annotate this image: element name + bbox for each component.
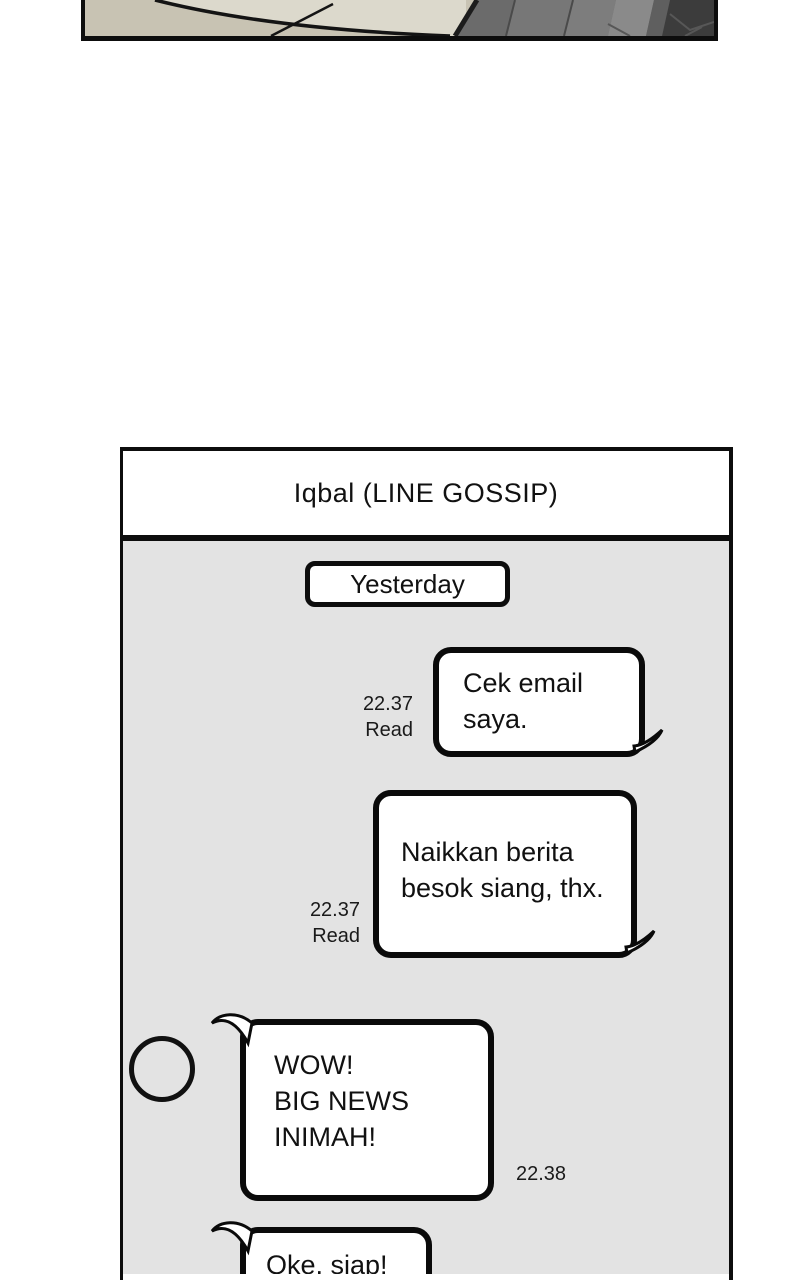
speech-tail-icon bbox=[632, 728, 664, 754]
message-bubble-incoming[interactable]: Oke, siap! bbox=[210, 1221, 432, 1274]
message-meta: 22.37 Read bbox=[293, 691, 413, 743]
chat-message-list: Yesterday Cek email saya. 22.37 Read Nai… bbox=[123, 541, 729, 1274]
message-time: 22.38 bbox=[516, 1163, 567, 1185]
message-bubble-outgoing[interactable]: Naikkan berita besok siang, thx. bbox=[373, 790, 656, 958]
speech-tail-icon bbox=[624, 929, 656, 955]
message-bubble-incoming[interactable]: WOW! BIG NEWS INIMAH! bbox=[210, 1013, 494, 1201]
message-read-status: Read bbox=[312, 925, 360, 947]
chat-title: Iqbal (LINE GOSSIP) bbox=[293, 477, 559, 508]
message-time: 22.37 bbox=[309, 899, 360, 921]
comic-panel-artwork bbox=[81, 0, 718, 41]
message-read-status: Read bbox=[365, 719, 413, 741]
message-meta: 22.37 Read bbox=[240, 897, 360, 949]
date-separator: Yesterday bbox=[305, 561, 510, 607]
chat-window: Iqbal (LINE GOSSIP) Yesterday Cek email … bbox=[120, 447, 733, 1280]
message-meta: 22.38 bbox=[516, 1161, 606, 1187]
message-time: 22.37 bbox=[362, 693, 413, 715]
avatar[interactable] bbox=[129, 1036, 195, 1102]
speech-tail-icon bbox=[210, 1013, 254, 1048]
message-bubble-outgoing[interactable]: Cek email saya. bbox=[433, 647, 664, 757]
speech-tail-icon bbox=[210, 1221, 254, 1256]
comic-art-drawing bbox=[85, 0, 714, 36]
chat-header: Iqbal (LINE GOSSIP) bbox=[123, 451, 729, 541]
